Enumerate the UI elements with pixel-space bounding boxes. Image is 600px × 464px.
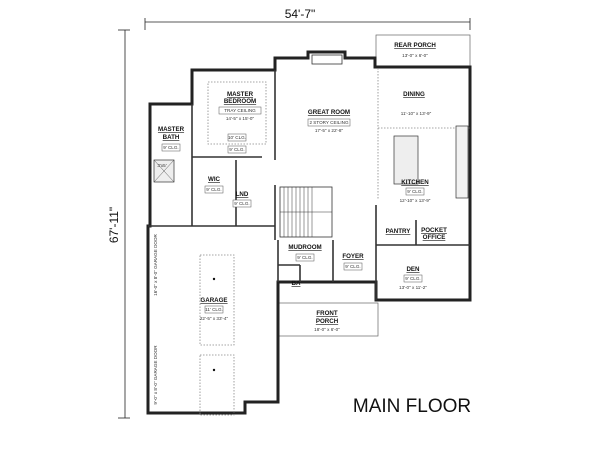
svg-text:WIC: WIC: [208, 176, 221, 183]
room-great-room: GREAT ROOM 2 STORY CEILING 17'-5" x 22'-…: [307, 109, 351, 133]
rear-porch: [375, 34, 471, 68]
svg-text:13'-0" x 11'-2": 13'-0" x 11'-2": [399, 285, 427, 290]
svg-text:2 STORY CEILING: 2 STORY CEILING: [309, 120, 348, 125]
room-garage: GARAGE 11' CLG. 22'-5" x 33'-4" 16'-0" x…: [153, 233, 228, 404]
svg-text:BATH: BATH: [163, 134, 180, 141]
svg-text:MASTER: MASTER: [227, 91, 254, 98]
room-mudroom: MUDROOM 9' CLG.: [288, 244, 322, 262]
kitchen-island: [393, 135, 419, 185]
svg-text:12'-10" x 13'-9": 12'-10" x 13'-9": [400, 198, 431, 203]
svg-text:GARAGE: GARAGE: [200, 297, 227, 304]
room-pocket-office: POCKET OFFICE: [421, 227, 447, 241]
svg-text:PORCH: PORCH: [316, 318, 339, 325]
room-master-bath: MASTER BATH 9' CLG.: [158, 126, 185, 152]
room-kitchen: KITCHEN 9' CLG. 12'-10" x 13'-9": [400, 179, 431, 203]
svg-text:16'-0" x 8'-0" GARAGE DOOR: 16'-0" x 8'-0" GARAGE DOOR: [153, 233, 158, 295]
svg-text:OFFICE: OFFICE: [423, 234, 446, 241]
svg-text:9' CLG.: 9' CLG.: [407, 189, 422, 194]
stairs: [279, 186, 333, 238]
svg-text:KITCHEN: KITCHEN: [401, 179, 429, 186]
svg-text:10' CLG.: 10' CLG.: [228, 135, 246, 140]
svg-text:TRAY CEILING: TRAY CEILING: [224, 108, 256, 113]
shower-drain: [153, 159, 175, 183]
svg-text:FRONT: FRONT: [316, 310, 338, 317]
room-dining: DINING 11'-10" x 13'-9": [401, 91, 432, 116]
svg-text:9' CLG.: 9' CLG.: [405, 276, 420, 281]
room-den: DEN 9' CLG. 13'-0" x 11'-2": [399, 266, 427, 290]
closet-ceilings: 10' CLG. 9' CLG.: [227, 133, 247, 154]
garage-light: [212, 277, 216, 281]
ceiling-outlines: [199, 68, 470, 416]
svg-text:FOYER: FOYER: [342, 253, 364, 260]
svg-text:17'-5" x 22'-8": 17'-5" x 22'-8": [315, 128, 344, 133]
depth-dimension: 67'-11": [107, 29, 130, 419]
room-master-bedroom: MASTER BEDROOM TRAY CEILING 14'-5" x 15'…: [218, 91, 262, 121]
svg-text:POCKET: POCKET: [421, 227, 447, 234]
room-rear-porch: REAR PORCH 13'-0" x 6'-0": [394, 42, 436, 58]
svg-text:14'-5" x 15'-0": 14'-5" x 15'-0": [226, 116, 255, 121]
svg-text:MASTER: MASTER: [158, 126, 185, 133]
fireplace: [311, 54, 343, 65]
room-lnd: LND 9' CLG.: [232, 191, 252, 208]
width-label: 54'-7": [285, 7, 316, 21]
depth-label: 67'-11": [107, 207, 121, 243]
svg-text:9' CLG.: 9' CLG.: [234, 201, 249, 206]
svg-text:11'-10" x 13'-9": 11'-10" x 13'-9": [401, 111, 432, 116]
exterior-wall: [146, 50, 472, 415]
room-pantry: PANTRY: [386, 228, 412, 235]
svg-text:DEN: DEN: [406, 266, 420, 273]
svg-text:DINING: DINING: [403, 91, 425, 98]
svg-text:9'-0" x 8'-0" GARAGE DOOR: 9'-0" x 8'-0" GARAGE DOOR: [153, 345, 158, 405]
room-front-porch: FRONT PORCH 18'-0" x 6'-0": [314, 310, 340, 332]
floor-title: MAIN FLOOR: [353, 396, 471, 417]
svg-text:9' CLG.: 9' CLG.: [229, 147, 244, 152]
svg-text:REAR PORCH: REAR PORCH: [394, 42, 436, 49]
svg-text:9' CLG.: 9' CLG.: [163, 145, 178, 150]
shower-size: 3'x5': [157, 163, 166, 168]
room-wic: WIC 9' CLG.: [204, 176, 224, 194]
kitchen-counter: [455, 125, 469, 199]
width-dimension: 54'-7": [144, 7, 471, 30]
svg-text:9' CLG.: 9' CLG.: [345, 264, 360, 269]
svg-text:GREAT ROOM: GREAT ROOM: [308, 109, 350, 116]
interior-walls: [148, 70, 470, 300]
svg-text:MUDROOM: MUDROOM: [288, 244, 321, 251]
svg-text:18'-0" x 6'-0": 18'-0" x 6'-0": [314, 327, 340, 332]
svg-text:BEDROOM: BEDROOM: [224, 98, 256, 105]
svg-text:13'-0" x 6'-0": 13'-0" x 6'-0": [402, 53, 428, 58]
svg-text:LND: LND: [236, 191, 249, 198]
svg-text:9' CLG.: 9' CLG.: [297, 255, 312, 260]
garage-light: [212, 368, 216, 372]
room-ba: BA: [292, 280, 301, 287]
svg-text:9' CLG.: 9' CLG.: [206, 187, 221, 192]
room-foyer: FOYER 9' CLG.: [342, 253, 364, 271]
svg-text:11' CLG.: 11' CLG.: [205, 307, 223, 312]
svg-text:22'-5" x 33'-4": 22'-5" x 33'-4": [200, 316, 229, 321]
